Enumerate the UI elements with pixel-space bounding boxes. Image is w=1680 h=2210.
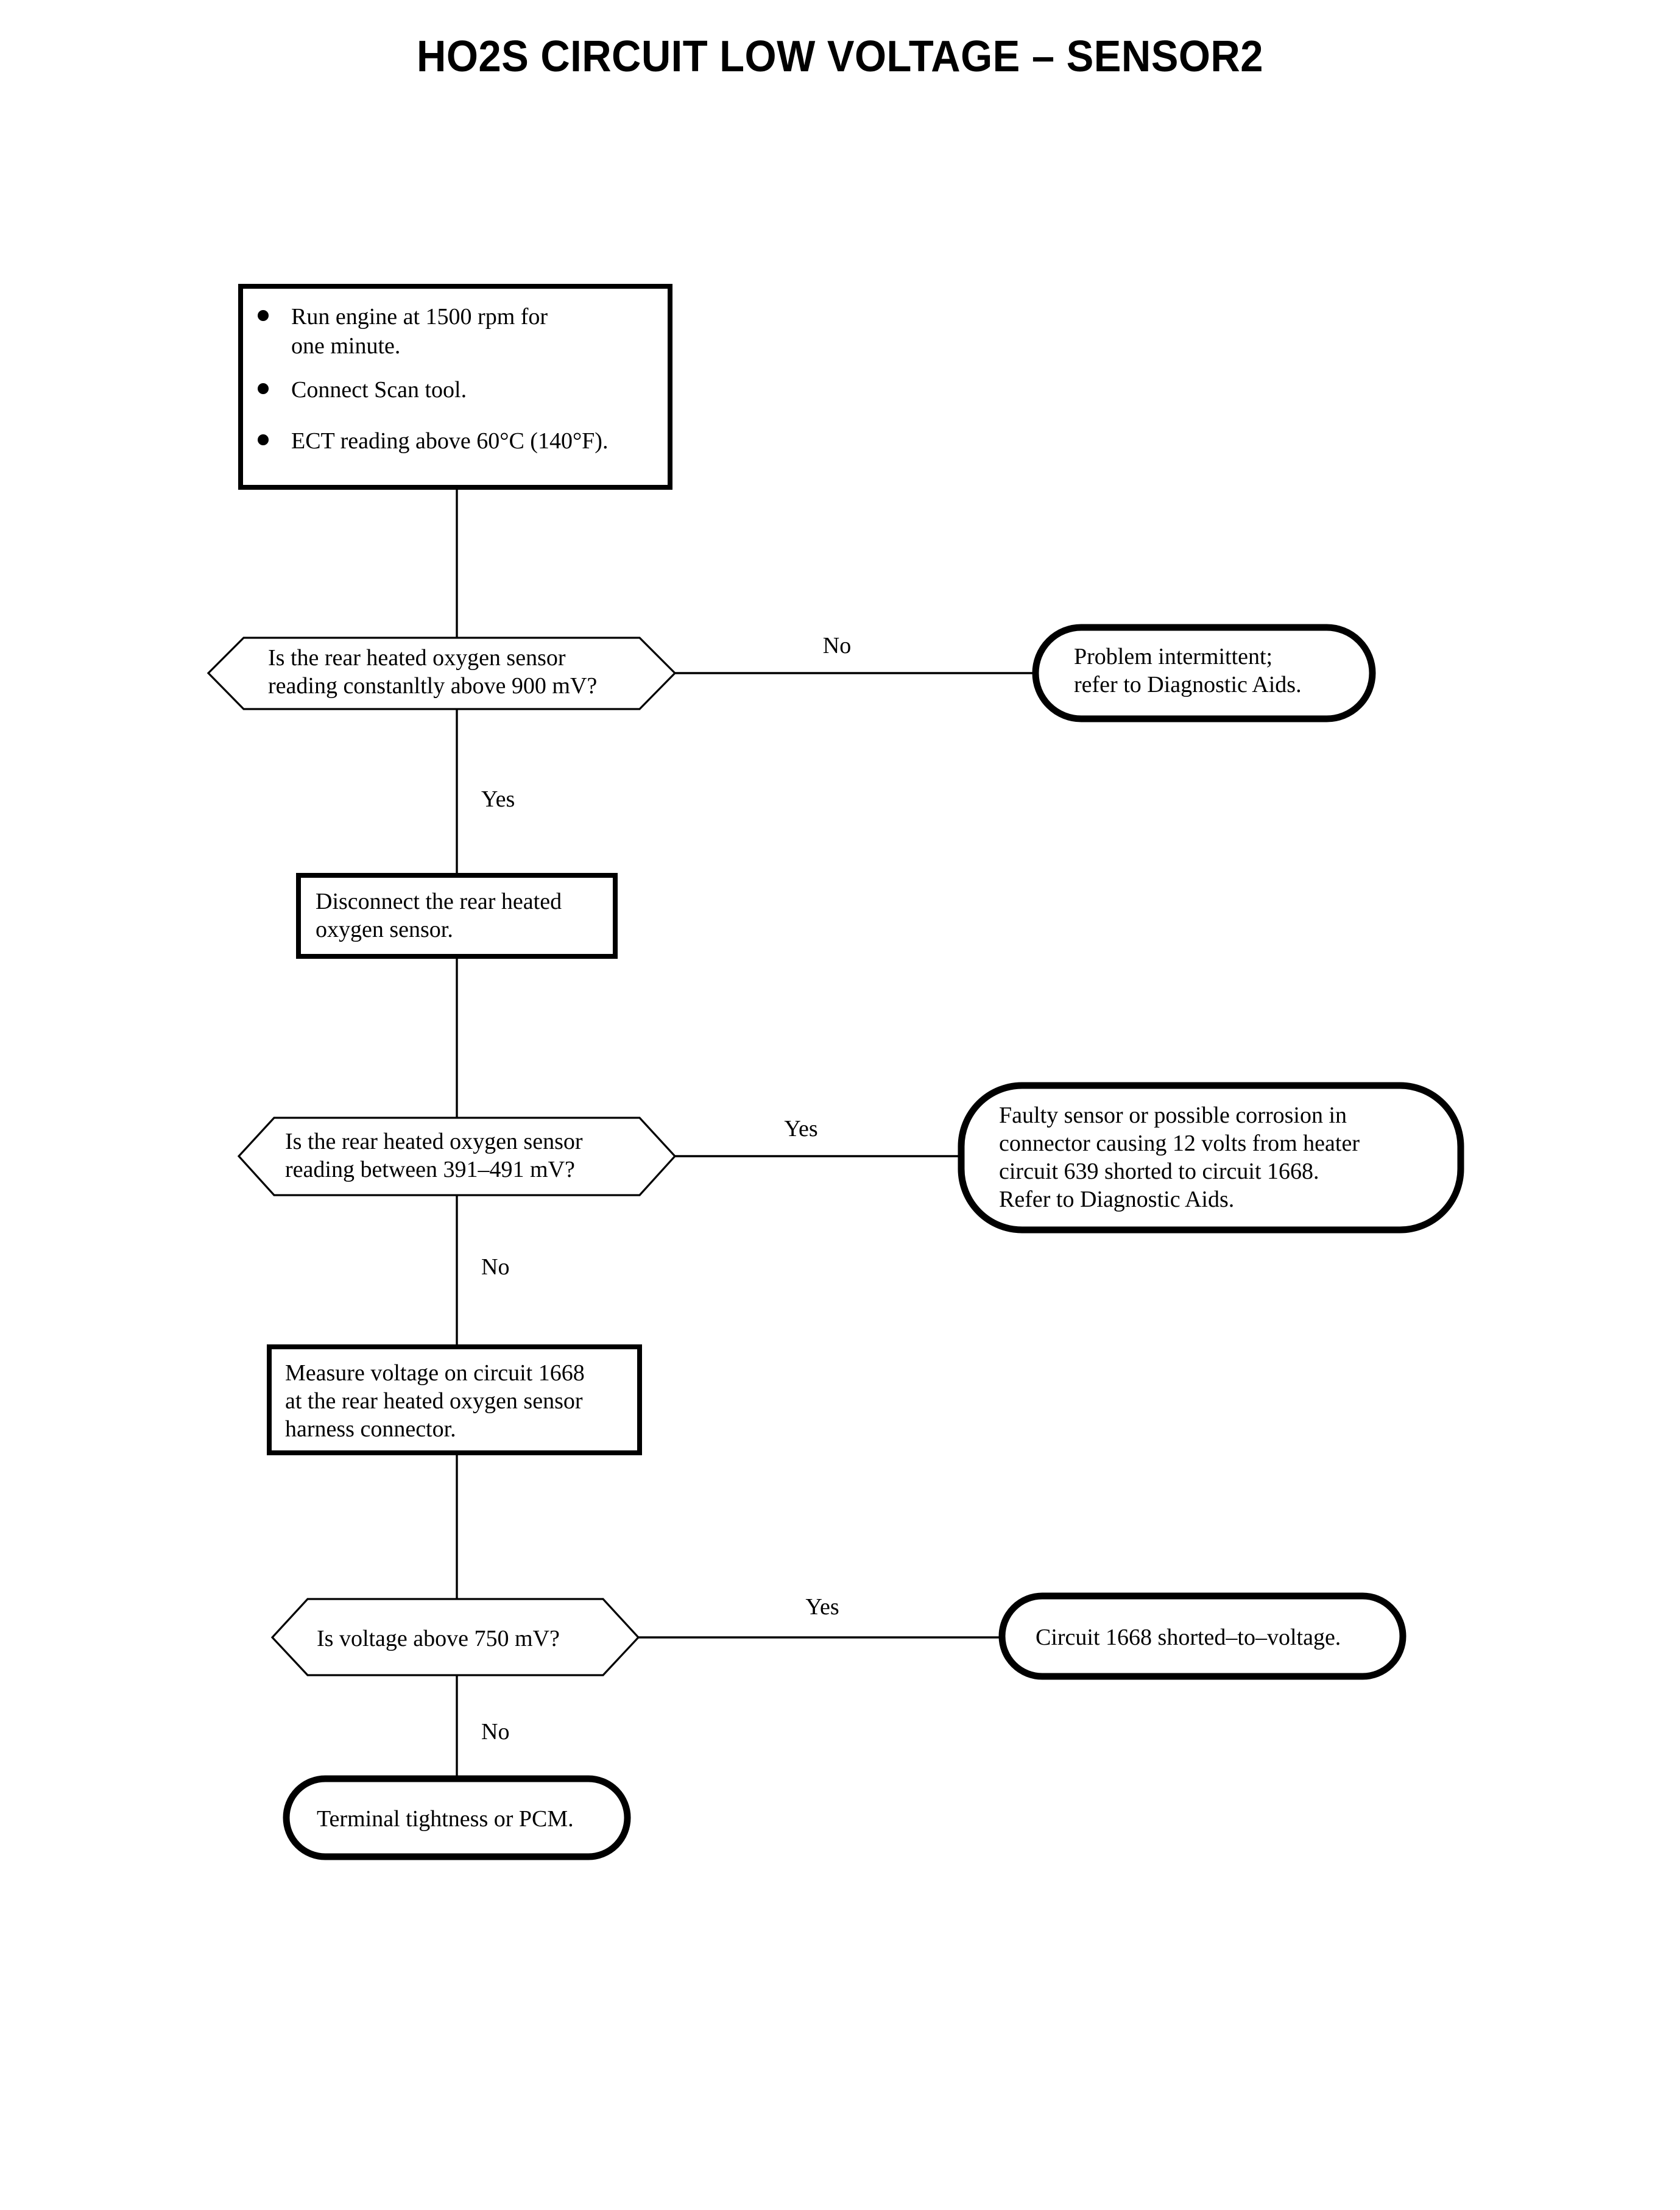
node-result-terminal-tightness-or-pcm[interactable]: Terminal tightness or PCM. bbox=[283, 1775, 631, 1860]
edge-label-decision3-no: No bbox=[481, 1719, 509, 1745]
bullet-dot-2 bbox=[258, 383, 269, 394]
result1-stadium-outline bbox=[1032, 624, 1376, 722]
result2-line-2: connector causing 12 volts from heater bbox=[999, 1131, 1360, 1156]
result2-stadium-outline bbox=[958, 1082, 1464, 1234]
process3-box-outline bbox=[267, 1344, 642, 1455]
process2-line-2: oxygen sensor. bbox=[316, 917, 453, 942]
start-bullet-1-line-2: one minute. bbox=[291, 333, 400, 359]
decision1-line-1: Is the rear heated oxygen sensor bbox=[268, 645, 566, 671]
decision2-hexagon-outline bbox=[237, 1117, 677, 1196]
node-decision-voltage-above-750mv[interactable]: Is voltage above 750 mV? bbox=[270, 1598, 640, 1676]
node-start-instructions[interactable]: Run engine at 1500 rpm for one minute. C… bbox=[238, 284, 672, 490]
start-bullet-1-line-1: Run engine at 1500 rpm for bbox=[291, 304, 548, 330]
node-process-disconnect-sensor[interactable]: Disconnect the rear heated oxygen sensor… bbox=[296, 873, 618, 959]
start-bullet-3-line-1: ECT reading above 60°C (140°F). bbox=[291, 428, 608, 454]
process2-box-outline bbox=[296, 873, 618, 959]
decision2-line-1: Is the rear heated oxygen sensor bbox=[285, 1129, 583, 1154]
edge-label-decision2-no: No bbox=[481, 1254, 509, 1280]
node-decision-sensor-above-900mv[interactable]: Is the rear heated oxygen sensor reading… bbox=[206, 637, 677, 710]
bullet-dot-1 bbox=[258, 310, 269, 321]
result3-line-1: Circuit 1668 shorted–to–voltage. bbox=[1036, 1625, 1341, 1650]
edge-label-decision1-yes: Yes bbox=[481, 786, 515, 812]
process3-line-1: Measure voltage on circuit 1668 bbox=[285, 1360, 585, 1386]
start-bullet-2-line-1: Connect Scan tool. bbox=[291, 377, 467, 403]
result2-line-1: Faulty sensor or possible corrosion in bbox=[999, 1103, 1347, 1128]
bullet-dot-3 bbox=[258, 434, 269, 445]
edge-label-decision1-no: No bbox=[823, 633, 851, 658]
result1-line-2: refer to Diagnostic Aids. bbox=[1074, 672, 1302, 697]
node-result-problem-intermittent[interactable]: Problem intermittent; refer to Diagnosti… bbox=[1032, 624, 1376, 722]
process3-line-2: at the rear heated oxygen sensor bbox=[285, 1388, 583, 1414]
result2-line-4: Refer to Diagnostic Aids. bbox=[999, 1187, 1234, 1212]
node-decision-sensor-391-491mv[interactable]: Is the rear heated oxygen sensor reading… bbox=[237, 1117, 677, 1196]
decision1-line-2: reading constanltly above 900 mV? bbox=[268, 673, 597, 699]
result2-line-3: circuit 639 shorted to circuit 1668. bbox=[999, 1159, 1319, 1184]
decision3-line-1: Is voltage above 750 mV? bbox=[317, 1626, 560, 1651]
node-process-measure-voltage[interactable]: Measure voltage on circuit 1668 at the r… bbox=[267, 1344, 642, 1455]
process2-line-1: Disconnect the rear heated bbox=[316, 889, 562, 914]
result1-line-1: Problem intermittent; bbox=[1074, 644, 1272, 669]
edge-label-decision2-yes: Yes bbox=[784, 1116, 817, 1142]
edge-label-decision3-yes: Yes bbox=[805, 1594, 839, 1620]
result4-stadium-outline bbox=[283, 1775, 631, 1860]
node-result-faulty-sensor-corrosion[interactable]: Faulty sensor or possible corrosion in c… bbox=[958, 1082, 1464, 1234]
decision2-line-2: reading between 391–491 mV? bbox=[285, 1157, 575, 1182]
node-result-circuit-shorted-to-voltage[interactable]: Circuit 1668 shorted–to–voltage. bbox=[998, 1592, 1406, 1680]
decision1-hexagon-outline bbox=[206, 637, 677, 710]
process3-line-3: harness connector. bbox=[285, 1416, 456, 1442]
decision3-hexagon-outline bbox=[270, 1598, 640, 1676]
page-title: HO2S CIRCUIT LOW VOLTAGE – SENSOR2 bbox=[417, 32, 1263, 81]
connectors bbox=[456, 487, 1036, 1797]
result3-stadium-outline bbox=[998, 1592, 1406, 1680]
start-box-outline bbox=[238, 284, 672, 490]
result4-line-1: Terminal tightness or PCM. bbox=[317, 1806, 574, 1832]
